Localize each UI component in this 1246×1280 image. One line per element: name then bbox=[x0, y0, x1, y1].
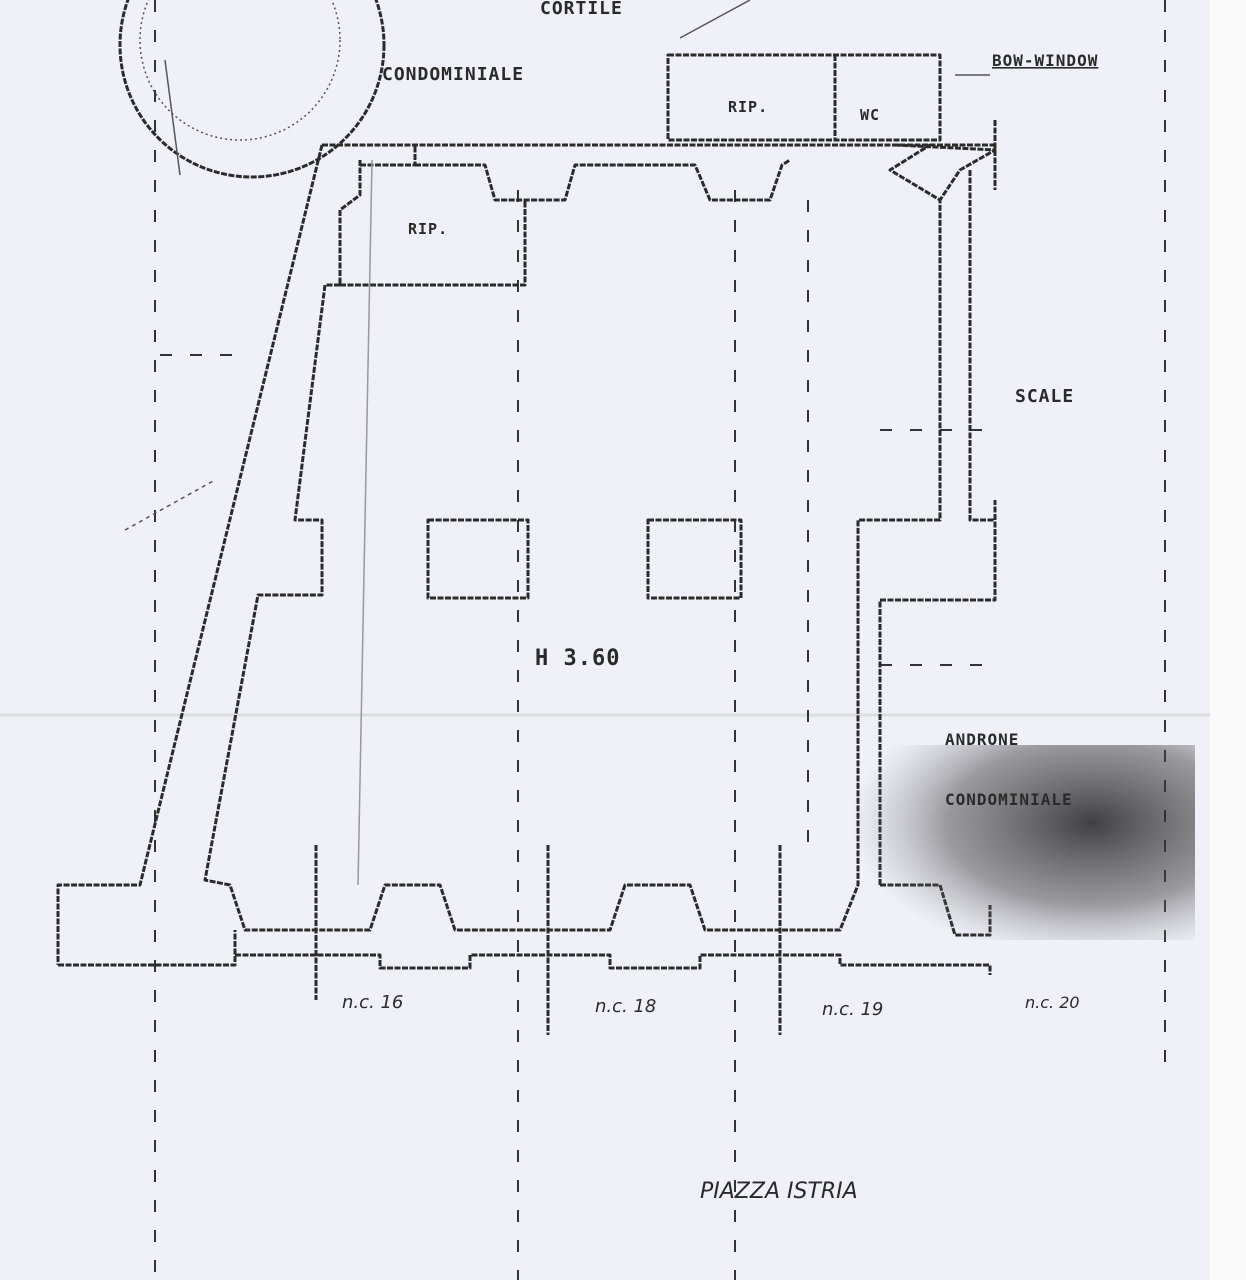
label-nc16: n.c. 16 bbox=[342, 992, 403, 1013]
page-edge bbox=[1210, 0, 1246, 1280]
pillar bbox=[646, 518, 743, 600]
circular-feature bbox=[118, 0, 386, 179]
label-rip-top: RIP. bbox=[728, 98, 768, 116]
label-rip-inner: RIP. bbox=[408, 220, 448, 238]
label-condominiale-top: CONDOMINIALE bbox=[382, 64, 524, 85]
label-scale: SCALE bbox=[1015, 386, 1074, 407]
label-nc18: n.c. 18 bbox=[595, 996, 656, 1017]
entrance-markers bbox=[314, 845, 782, 1035]
label-cortile: CORTILE bbox=[540, 0, 623, 19]
rooms bbox=[340, 53, 942, 886]
label-nc19: n.c. 19 bbox=[822, 999, 883, 1020]
grid-axes bbox=[154, 0, 1166, 1280]
label-condominiale-bottom: CONDOMINIALE bbox=[945, 790, 1073, 809]
label-androne: ANDRONE bbox=[945, 730, 1019, 749]
label-bow-window: BOW-WINDOW bbox=[992, 51, 1098, 70]
label-wc: WC bbox=[860, 106, 880, 124]
pillar bbox=[426, 518, 530, 600]
pointer-line bbox=[679, 0, 751, 39]
pencil-mark bbox=[124, 479, 216, 531]
label-height: H 3.60 bbox=[535, 646, 620, 671]
label-piazza-istria: PIAZZA ISTRIA bbox=[700, 1179, 858, 1204]
toner-smudge bbox=[850, 745, 1195, 940]
label-nc20: n.c. 20 bbox=[1025, 993, 1080, 1012]
